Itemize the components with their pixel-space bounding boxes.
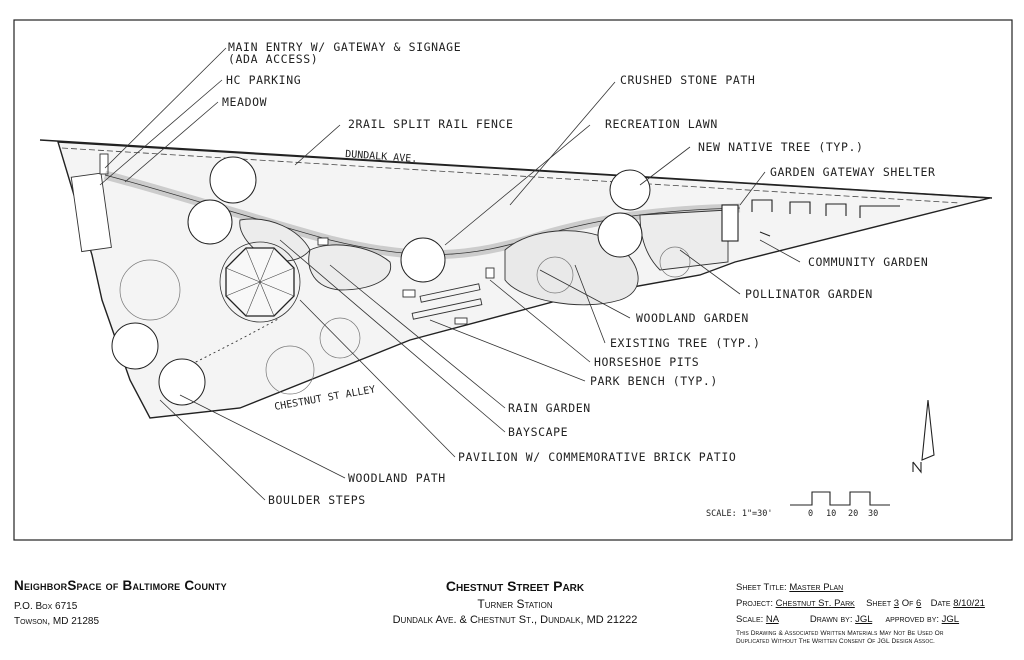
drawing-border [13, 19, 1013, 541]
label-dundalk-ave: DUNDALK AVE. [345, 149, 418, 165]
pollinator-garden-bed [639, 209, 729, 271]
organization-name: NeighborSpace of Baltimore County [14, 578, 227, 593]
project-block: Chestnut Street Park Turner Station Dund… [360, 578, 670, 626]
label-woodland-path: WOODLAND PATH [348, 471, 446, 485]
project-subtitle: Turner Station [477, 597, 553, 611]
park-bench [485, 267, 495, 279]
label-existing-tree: EXISTING TREE (TYP.) [610, 336, 760, 350]
sheet-info-block: Sheet Title: Master Plan Project: Chestn… [736, 582, 1016, 646]
graphic-scale-bar [790, 491, 890, 506]
city: Towson, MD 21285 [14, 616, 100, 627]
label-leader-lines [99, 47, 801, 501]
pavilion-roof-lines [225, 247, 295, 317]
sheet-number: 3 [893, 598, 900, 609]
po-box: P.O. Box 6715 [14, 601, 78, 612]
label-bayscape: BAYSCAPE [508, 425, 568, 439]
scale-value: NA [765, 614, 779, 625]
horseshoe-pit [419, 283, 481, 303]
hc-parking-area [70, 172, 112, 253]
park-bench [317, 237, 329, 246]
label-horseshoe-pits: HORSESHOE PITS [594, 355, 699, 369]
scale-note: SCALE: 1"=30' [706, 509, 773, 519]
garden-gateway-shelter [721, 204, 739, 242]
label-meadow: MEADOW [222, 95, 267, 109]
label-split-rail-fence: 2RAIL SPLIT RAIL FENCE [348, 117, 514, 131]
label-main-entry-sub: (ADA ACCESS) [228, 52, 318, 66]
rain-garden-bed [308, 244, 392, 291]
sheet-title-label: Sheet Title: [736, 582, 787, 593]
park-bench [402, 289, 416, 298]
sheet-label: Sheet [866, 598, 892, 609]
scale-tick-30: 30 [868, 509, 878, 519]
date-label: Date [930, 598, 951, 609]
new-native-tree [111, 156, 651, 406]
drawn-by-label: Drawn by: [809, 614, 853, 625]
horseshoe-pit [411, 298, 483, 320]
fence-line [61, 147, 961, 204]
dundalk-ave-edge [39, 139, 993, 199]
entry-sign [99, 153, 109, 175]
project-title: Chestnut Street Park [445, 578, 585, 594]
label-woodland-garden: WOODLAND GARDEN [636, 311, 749, 325]
copyright-note-line1: This Drawing & Associated Written Materi… [736, 630, 944, 637]
label-recreation-lawn: RECREATION LAWN [605, 117, 718, 131]
label-main-entry: MAIN ENTRY W/ GATEWAY & SIGNAGE [228, 40, 461, 54]
project-location: Dundalk Ave. & Chestnut St., Dundalk, MD… [392, 614, 638, 626]
scale-tick-10: 10 [826, 509, 836, 519]
drawn-by: JGL [855, 614, 873, 625]
sheet-title: Master Plan [789, 582, 844, 593]
project-label: Project: [736, 598, 773, 609]
community-garden-beds [751, 199, 900, 237]
project-name: Chestnut St. Park [775, 598, 855, 609]
copyright-note-line2: Duplicated Without The Written Consent O… [736, 638, 935, 645]
approved-by-label: approved by: [885, 614, 940, 625]
label-park-bench: PARK BENCH (TYP.) [590, 374, 718, 388]
park-bench [454, 317, 468, 325]
pavilion-patio [219, 241, 301, 323]
label-pollinator-garden: POLLINATOR GARDEN [745, 287, 873, 301]
label-hc-parking: HC PARKING [226, 73, 301, 87]
label-crushed-stone-path: CRUSHED STONE PATH [620, 73, 755, 87]
label-new-native-tree: NEW NATIVE TREE (TYP.) [698, 140, 864, 154]
label-garden-gateway-shelter: GARDEN GATEWAY SHELTER [770, 165, 936, 179]
scale-tick-0: 0 [808, 509, 813, 519]
copyright-note: This Drawing & Associated Written Materi… [736, 630, 1016, 646]
sheet-date: 8/10/21 [953, 598, 985, 609]
of-label: Of [901, 598, 914, 609]
scale-label: Scale: [736, 614, 764, 625]
label-community-garden: COMMUNITY GARDEN [808, 255, 928, 269]
scale-tick-20: 20 [848, 509, 858, 519]
sheet-total: 6 [916, 598, 922, 609]
label-boulder-steps: BOULDER STEPS [268, 493, 366, 507]
organization-block: NeighborSpace of Baltimore County P.O. B… [14, 578, 227, 629]
north-arrow [912, 399, 935, 474]
approved-by: JGL [941, 614, 960, 625]
existing-tree [119, 246, 691, 395]
label-rain-garden: RAIN GARDEN [508, 401, 591, 415]
label-pavilion: PAVILION W/ COMMEMORATIVE BRICK PATIO [458, 450, 736, 464]
